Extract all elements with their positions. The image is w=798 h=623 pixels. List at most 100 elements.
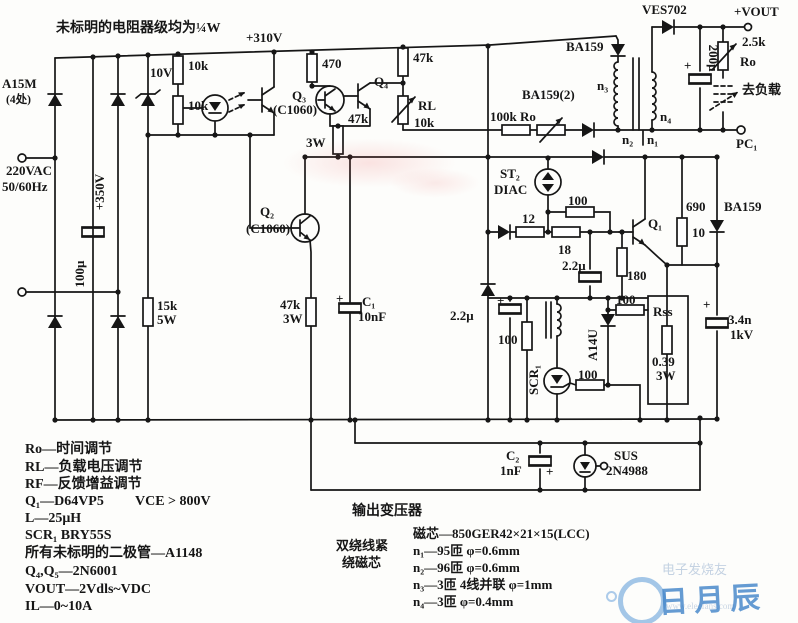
part-label: BA159 — [724, 199, 762, 214]
pot-label: 100k Ro — [490, 109, 536, 124]
legend-line: IL—0~10A — [25, 599, 93, 614]
legend-line: Q₁—D64VP5 — [25, 494, 104, 509]
resistor-label: 180 — [627, 268, 647, 283]
transistor-q4-icon — [343, 82, 371, 110]
part-label: Q₄ — [374, 74, 388, 89]
resistor-wattage: 3W — [656, 368, 676, 383]
part-label: SUS — [614, 448, 638, 463]
diode-icon — [47, 315, 63, 329]
legend-line: SCR₁ BRY55S — [25, 528, 112, 543]
vout-terminal-icon — [743, 22, 753, 32]
diode-icon — [47, 93, 63, 107]
red-stamp-remnant — [390, 168, 480, 198]
component-layer — [17, 19, 753, 478]
part-label: (C1060) — [246, 221, 290, 236]
winding-label: n₄ — [660, 109, 671, 124]
legend-block: Ro—时间调节 RL—负载电压调节 RF—反馈增益调节 Q₁—D64VP5 VC… — [25, 440, 211, 614]
spec-line: n₂—96匝 φ=0.6mm — [413, 560, 520, 575]
resistor-wattage: 5W — [157, 312, 177, 327]
zener-label: 10V — [150, 65, 173, 80]
label-layer: 未标明的电阻器级均为¼W A15M (4处) 220VAC 50/60Hz +3… — [2, 2, 781, 614]
legend-line: RF—反馈增益调节 — [25, 475, 142, 492]
resistor-icon — [501, 124, 531, 136]
resistor-label: 47k — [413, 50, 434, 65]
transformer-icon — [613, 57, 657, 131]
winding-label: n₃ — [597, 78, 608, 93]
part-label: VES702 — [642, 2, 687, 17]
spec-line: n₁—95匝 φ=0.6mm — [413, 543, 520, 558]
resistor-wattage: 3W — [283, 311, 303, 326]
resistor-icon — [172, 95, 184, 125]
inductor-icon — [556, 303, 562, 337]
spec-line: n₃—3匝 4线并联 φ=1mm — [413, 577, 552, 592]
ac-terminal-icon — [17, 153, 27, 163]
cap-value-label: 200μ — [706, 45, 721, 73]
diode-icon — [591, 149, 605, 165]
resistor-label: 15k — [157, 298, 178, 313]
spec-note: 绕磁芯 — [342, 555, 381, 570]
winding-label: n₁ — [647, 132, 658, 147]
legend-line: RL—负载电压调节 — [25, 458, 142, 475]
diode-a14u-icon — [600, 313, 616, 327]
legend-line: VOUT—2Vdls~VDC — [25, 582, 151, 597]
resistor-label: 12 — [522, 211, 535, 226]
diac-st2-icon — [534, 168, 562, 196]
resistor-label: 690 — [686, 199, 706, 214]
resistor-value: 0.39 — [652, 354, 675, 369]
top-rail — [54, 35, 617, 59]
part-label: (C1060) — [273, 102, 317, 117]
cap-value-label: 3.4n — [728, 312, 752, 327]
rail-voltage-label: +310V — [246, 30, 283, 45]
part-label: Q₂ — [260, 204, 274, 219]
resistor-note: 未标明的电阻器级均为¼W — [56, 19, 221, 36]
junction-dots — [52, 24, 726, 493]
resistor-label: 100 — [568, 193, 588, 208]
part-label: Q₃ — [292, 88, 306, 103]
legend-vce: VCE > 800V — [135, 494, 211, 509]
diode-ves702-icon — [661, 19, 675, 35]
output-terminal-label: +VOUT — [734, 4, 779, 19]
resistor-label: 470 — [322, 56, 342, 71]
winding-label: n₂ — [622, 132, 633, 147]
ac-terminal-icon — [17, 287, 27, 297]
resistor-label: 47k — [280, 297, 301, 312]
legend-line: Ro—时间调节 — [25, 440, 112, 457]
part-label: 2N4988 — [606, 463, 648, 478]
resistor-icon — [172, 55, 184, 85]
diode-icon — [480, 283, 496, 297]
part-label: DIAC — [494, 182, 527, 197]
polarity-sign: + — [684, 58, 691, 73]
sus-icon — [573, 454, 597, 478]
spec-line: n₄—3匝 φ=0.4mm — [413, 594, 513, 609]
resistor-label: 47k — [348, 111, 369, 126]
diode-ba159-icon — [610, 43, 626, 57]
diode-icon — [110, 93, 126, 107]
part-label: BA159(2) — [522, 87, 575, 102]
resistor-label: 100 — [578, 367, 598, 382]
part-label: A15M — [2, 76, 37, 91]
part-label: A14U — [585, 329, 600, 361]
cap-value-label: 1nF — [500, 463, 522, 478]
zener-diode-icon — [140, 93, 156, 107]
pot-label: RL — [418, 98, 436, 113]
resistor-icon — [397, 47, 409, 77]
cap-value-label: 2.2μ — [450, 308, 474, 323]
resistor-icon — [616, 247, 628, 277]
terminal-label: PC₁ — [736, 136, 757, 151]
resistor-label: 100 — [498, 332, 518, 347]
resistor-label: 10 — [692, 225, 705, 240]
legend-line: L—25μH — [25, 511, 81, 526]
resistor-icon — [676, 217, 688, 247]
opto-led-icon — [201, 94, 229, 122]
capacitor-200u-icon — [688, 73, 712, 85]
transformer-spec-block: 输出变压器 双绕线紧 绕磁芯 磁芯—850GER42×21×15(LCC) n₁… — [336, 502, 590, 609]
legend-line: Q₄,Q₅—2N6001 — [25, 564, 118, 579]
load-icon — [709, 85, 739, 111]
part-label: Q₁ — [648, 216, 662, 231]
cap-value-label: 10nF — [358, 309, 386, 324]
transistor-q3-icon — [315, 85, 345, 115]
diode-icon — [497, 224, 511, 240]
resistor-wattage: 3W — [306, 135, 326, 150]
